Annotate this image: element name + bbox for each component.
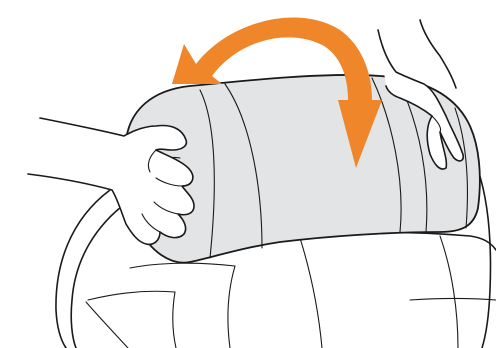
left-hand-icon <box>28 118 194 244</box>
